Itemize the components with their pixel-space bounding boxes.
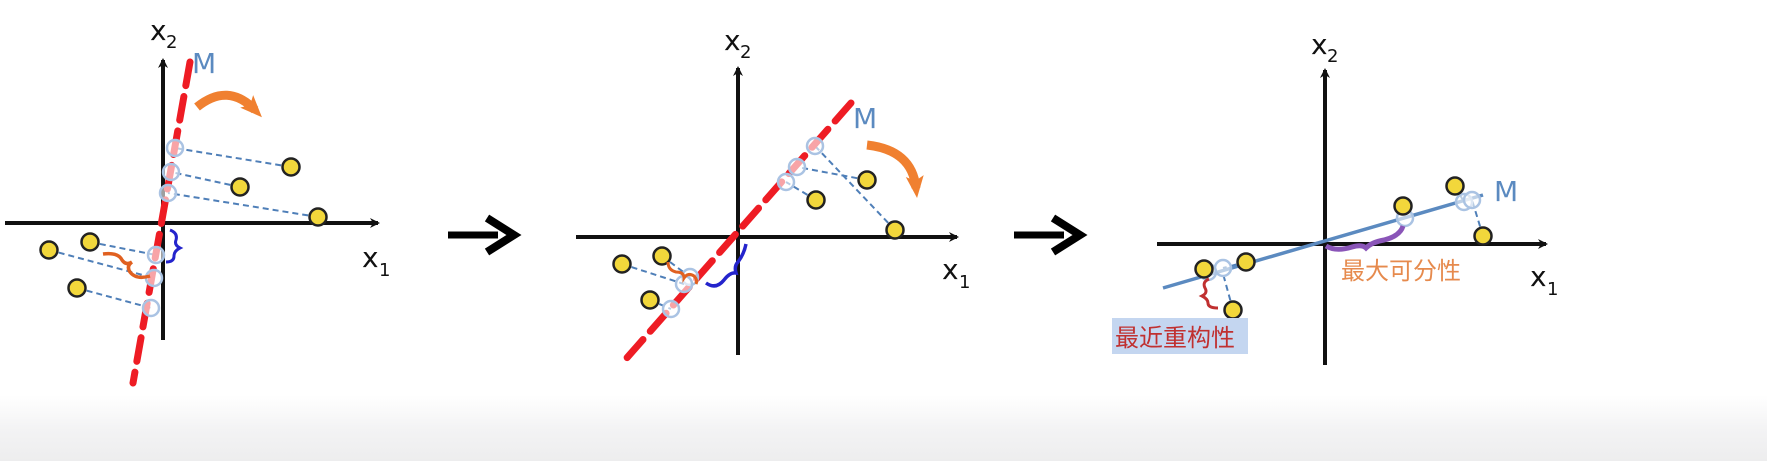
x-axis-label-2: x xyxy=(942,253,959,286)
distance-brace-3 xyxy=(1198,277,1219,310)
panel-1: M x 2 x 1 xyxy=(5,14,390,387)
x-axis-label-3: x xyxy=(1530,260,1547,293)
projection-lines-2 xyxy=(621,145,896,310)
variance-brace-3 xyxy=(1324,225,1406,252)
min-reconstruction-label-bg xyxy=(1112,318,1248,354)
curved-arrow-icon xyxy=(866,140,924,198)
y-axis-label-1: x xyxy=(150,14,167,47)
max-variance-label: 最大可分性 xyxy=(1341,257,1461,285)
y-axis-label-2: x xyxy=(724,24,741,57)
y-axis-subscript-1: 2 xyxy=(166,32,177,53)
distance-brace-2 xyxy=(666,261,699,285)
panel-3: 最近重构性 最大可分性 M x 2 x 1 xyxy=(1112,28,1558,365)
data-points-3 xyxy=(1194,176,1493,320)
variance-brace-2 xyxy=(704,243,748,288)
data-points-2 xyxy=(612,170,905,310)
principal-axis-label-1: M xyxy=(192,47,216,80)
x-axis-subscript-2: 1 xyxy=(959,272,970,293)
y-axis-label-3: x xyxy=(1311,28,1328,61)
variance-brace-1 xyxy=(165,228,184,264)
right-arrow-icon xyxy=(448,214,522,256)
projection-lines-1 xyxy=(48,147,319,309)
min-reconstruction-label: 最近重构性 xyxy=(1115,324,1235,352)
y-axis-subscript-2: 2 xyxy=(740,42,751,63)
principal-axis-label-2: M xyxy=(853,102,877,135)
projection-points-3 xyxy=(1198,190,1482,282)
projection-points-1 xyxy=(141,138,185,318)
principal-axis-1 xyxy=(129,58,194,387)
distance-brace-1 xyxy=(102,251,151,280)
curved-arrow-icon xyxy=(194,90,262,118)
x-axis-subscript-3: 1 xyxy=(1547,279,1558,300)
x-axis-label-1: x xyxy=(362,241,379,274)
projection-points-2 xyxy=(661,136,825,319)
y-axis-subscript-3: 2 xyxy=(1327,46,1338,67)
data-points-1 xyxy=(39,157,328,298)
panel-2: M x 2 x 1 xyxy=(576,24,970,364)
right-arrow-icon xyxy=(1014,214,1088,256)
principal-axis-label-3: M xyxy=(1494,175,1518,208)
x-axis-subscript-1: 1 xyxy=(379,260,390,281)
